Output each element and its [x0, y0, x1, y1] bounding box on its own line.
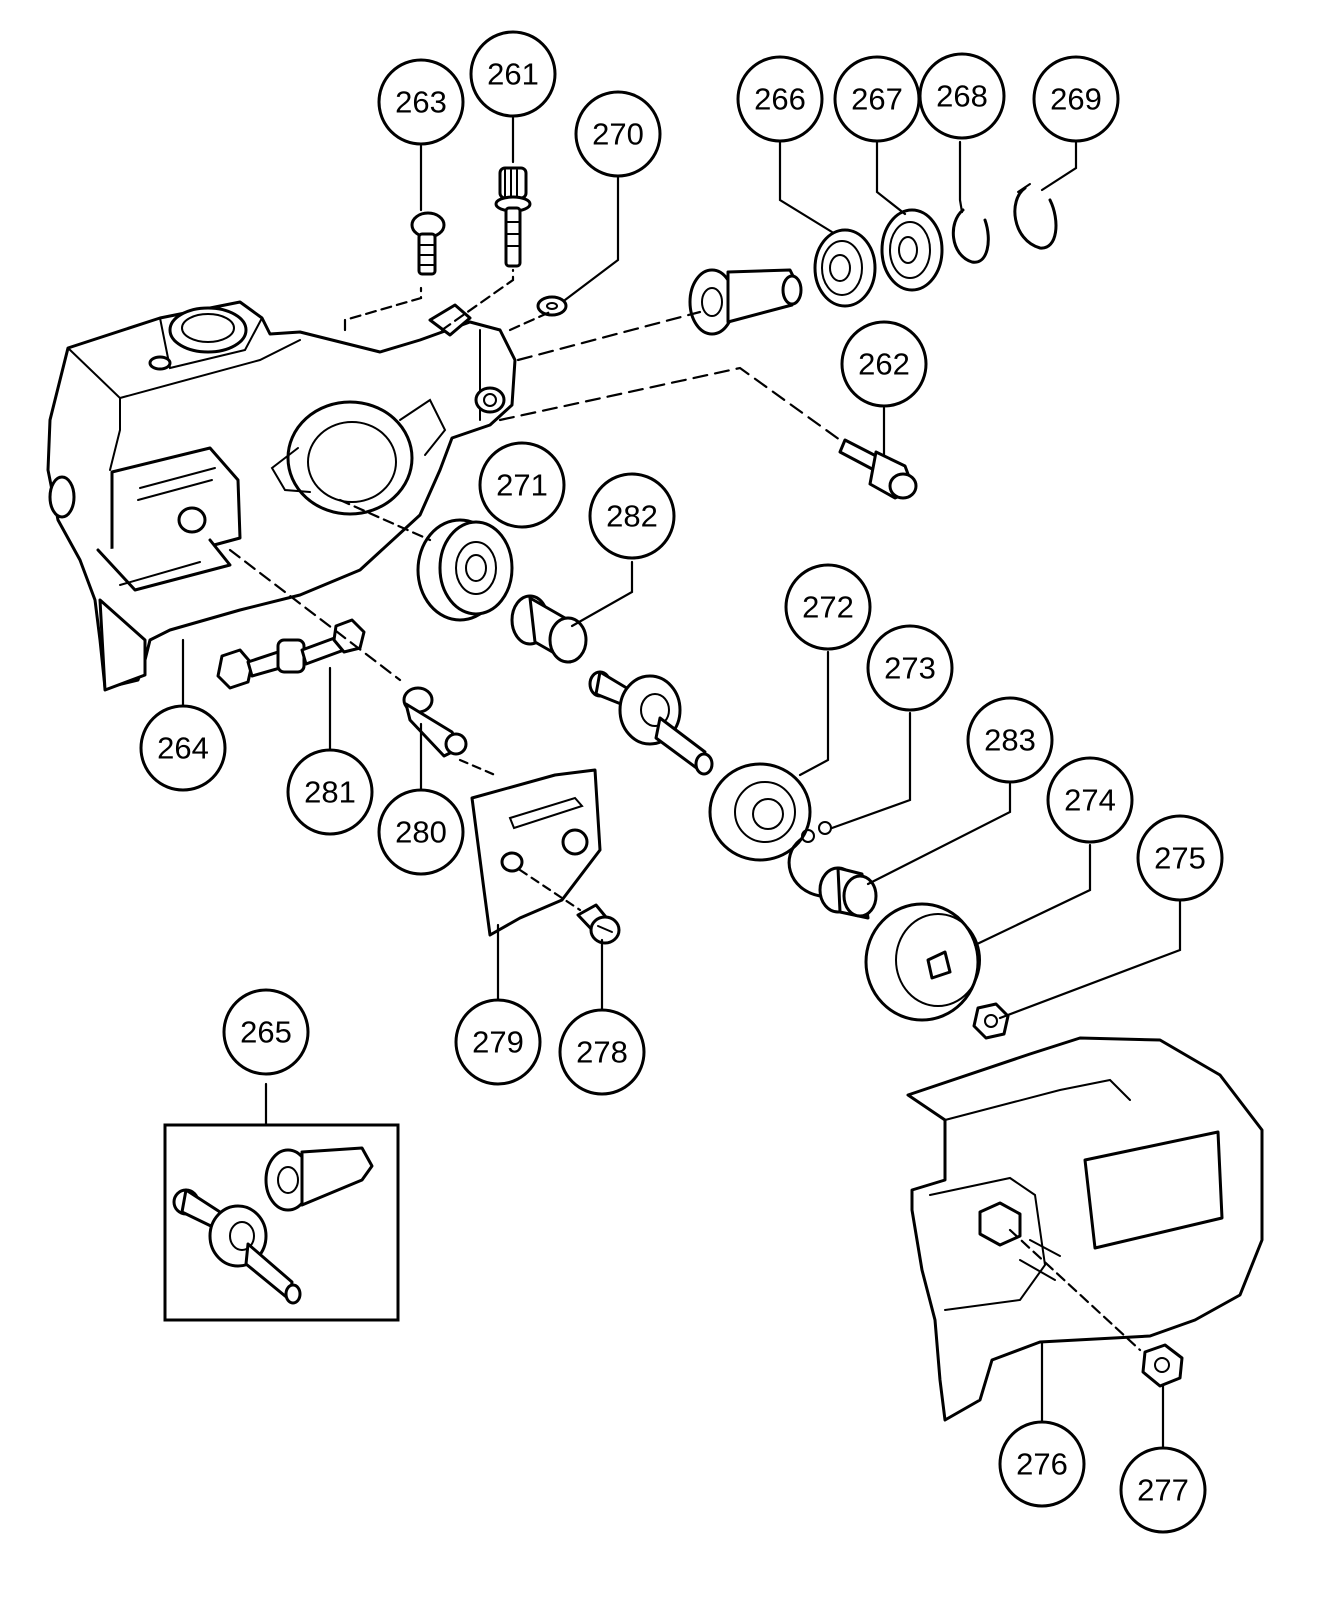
callout-271: 271 [478, 441, 566, 529]
callout-273-label: 273 [884, 651, 936, 686]
callout-276-label: 276 [1016, 1447, 1068, 1482]
callout-269-label: 269 [1050, 82, 1102, 117]
callout-261: 261 [469, 30, 557, 118]
nut-277 [1141, 1343, 1184, 1388]
callout-262: 262 [840, 320, 928, 408]
inset-kit-265 [163, 1123, 400, 1322]
callout-282: 282 [588, 472, 676, 560]
callout-263-label: 263 [395, 85, 447, 120]
callout-277: 277 [1119, 1446, 1207, 1534]
ball-bearing-266 [813, 228, 877, 308]
callout-270-label: 270 [592, 117, 644, 152]
snap-ring-268 [951, 208, 990, 264]
callout-282-label: 282 [606, 499, 658, 534]
clutch-drum-272 [708, 762, 812, 862]
callout-271-label: 271 [496, 468, 548, 503]
callout-265: 265 [222, 988, 310, 1076]
callout-270: 270 [574, 90, 662, 178]
callout-278-label: 278 [576, 1035, 628, 1070]
callout-263: 263 [377, 58, 465, 146]
callout-268-label: 268 [936, 79, 988, 114]
callout-275: 275 [1136, 814, 1224, 902]
sprocket-shaft [688, 268, 803, 336]
sprocket-disc-274 [864, 902, 981, 1022]
circlip-269 [1013, 183, 1058, 250]
callout-264: 264 [139, 704, 227, 792]
callout-265-label: 265 [240, 1015, 292, 1050]
callout-283: 283 [966, 696, 1054, 784]
bolt-262 [838, 438, 918, 500]
callout-280-label: 280 [395, 815, 447, 850]
callout-281-label: 281 [304, 775, 356, 810]
callout-273: 273 [866, 624, 954, 712]
guide-pin-280 [402, 686, 468, 758]
bolt-261 [494, 166, 532, 268]
callout-279-label: 279 [472, 1025, 524, 1060]
callout-262-label: 262 [858, 347, 910, 382]
callout-269: 269 [1032, 55, 1120, 143]
callout-280: 280 [377, 788, 465, 876]
spline-spacer-282 [510, 594, 588, 664]
screw-263 [410, 211, 446, 276]
callout-274: 274 [1046, 756, 1134, 844]
bushing-283 [818, 866, 878, 920]
gear-housing [46, 300, 517, 692]
nut-275 [972, 1002, 1010, 1040]
callout-272: 272 [784, 563, 872, 651]
callout-268: 268 [918, 52, 1006, 140]
drive-shaft [588, 670, 714, 776]
callout-264-label: 264 [157, 731, 209, 766]
callout-266-label: 266 [754, 82, 806, 117]
callout-278: 278 [558, 1008, 646, 1096]
callout-267: 267 [833, 55, 921, 143]
screw-278 [576, 903, 621, 945]
ball-bearing-267 [880, 208, 944, 292]
callout-267-label: 267 [851, 82, 903, 117]
bar-plate-279 [470, 768, 602, 937]
washer-270 [536, 295, 568, 317]
callout-275-label: 275 [1154, 841, 1206, 876]
callout-281: 281 [286, 748, 374, 836]
callout-272-label: 272 [802, 590, 854, 625]
callout-283-label: 283 [984, 723, 1036, 758]
ball-bearing-271 [416, 518, 514, 622]
callout-277-label: 277 [1137, 1473, 1189, 1508]
callout-261-label: 261 [487, 57, 539, 92]
callout-276: 276 [998, 1420, 1086, 1508]
leader-lines [181, 115, 1182, 1450]
callout-274-label: 274 [1064, 783, 1116, 818]
adjuster-281 [276, 618, 366, 674]
callout-266: 266 [736, 55, 824, 143]
callout-279: 279 [454, 998, 542, 1086]
chain-cover-276 [906, 1036, 1264, 1422]
